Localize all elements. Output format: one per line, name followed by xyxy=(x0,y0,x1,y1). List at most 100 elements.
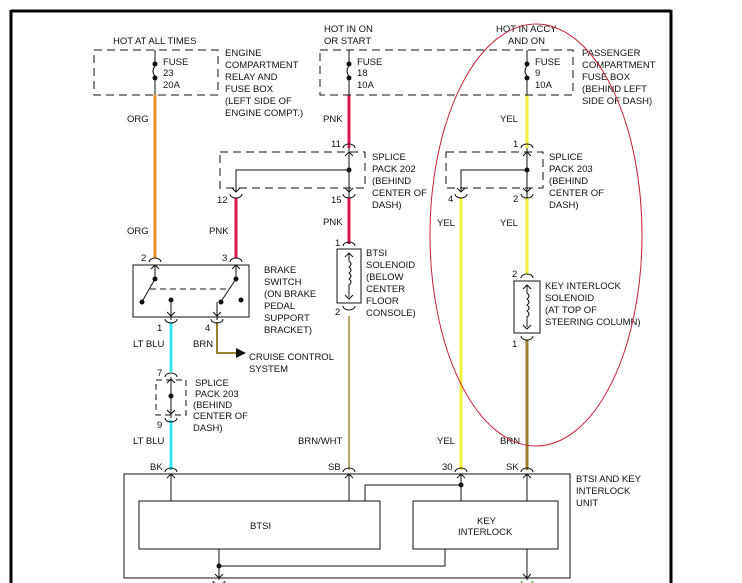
splice-text: PACK 203 xyxy=(549,164,593,175)
btsi-block-label: BTSI xyxy=(250,521,271,532)
coil-icon xyxy=(526,285,530,327)
pin-label: 2 xyxy=(512,269,517,280)
splice-pack-203-top: 1 4 2 SPLICE PACK 203 (BEHIND CENTER OF … xyxy=(445,139,604,211)
key-solenoid-text: KEY INTERLOCK xyxy=(545,281,622,292)
passenger-box-text: COMPARTMENT xyxy=(582,60,656,71)
pin-label: 9 xyxy=(157,420,162,431)
pin-label: 3 xyxy=(222,253,227,264)
pin-label: 7 xyxy=(157,368,162,379)
fuse-label: FUSE xyxy=(357,57,382,68)
splice-text: (BEHIND xyxy=(549,176,588,187)
splice-text: SPLICE xyxy=(549,152,583,163)
wire-label: PNK xyxy=(209,226,229,237)
btsi-solenoid-text: SOLENOID xyxy=(366,260,415,271)
annotation-circle xyxy=(429,23,643,447)
fuse-icon xyxy=(346,65,350,77)
passenger-fuse-box: HOT IN ON OR START HOT IN ACCY AND ON FU… xyxy=(319,24,656,107)
btsi-solenoid-text: FLOOR xyxy=(366,296,399,307)
btsi-solenoid-text: CENTER xyxy=(366,284,405,295)
fuse-label: FUSE xyxy=(163,57,188,68)
splice-text: PACK 202 xyxy=(372,164,416,175)
key-solenoid-text: STEERING COLUMN) xyxy=(545,317,641,328)
wire-label: BRN xyxy=(193,339,213,350)
pin-label: 4 xyxy=(448,194,453,205)
hot-in-accy-label: HOT IN ACCY xyxy=(496,24,557,35)
pin-label: BK xyxy=(150,462,163,473)
splice-text: (BEHIND xyxy=(372,176,411,187)
brake-switch-text: (ON BRAKE xyxy=(264,289,316,300)
pin-label: 15 xyxy=(331,195,342,206)
wire-label: BRN xyxy=(500,436,520,447)
wire-label: YEL xyxy=(500,114,518,125)
pin-label: SB xyxy=(328,462,341,473)
engine-box-text: ENGINE COMPT.) xyxy=(225,108,303,119)
splice-pack-203-left: 7 9 SPLICE PACK 203 (BEHIND CENTER OF DA… xyxy=(155,368,248,434)
splice-text: PACK 203 xyxy=(195,389,239,400)
pin-label: 1 xyxy=(335,238,340,249)
splice-text: (BEHIND xyxy=(193,400,232,411)
key-solenoid-text: SOLENOID xyxy=(545,293,594,304)
fuse-rating: 10A xyxy=(357,80,375,91)
brake-switch-text: PEDAL xyxy=(264,301,295,312)
pin-label: 1 xyxy=(512,339,517,350)
unit-text: BTSI AND KEY xyxy=(576,474,642,485)
wire-labels: ORG PNK YEL ORG PNK PNK YEL YEL LT BLU B… xyxy=(127,114,520,447)
splice-text: SPLICE xyxy=(372,152,406,163)
passenger-box-text: (BEHIND LEFT xyxy=(582,84,647,95)
passenger-box-text: PASSENGER xyxy=(582,48,641,59)
splice-pack-202: 11 12 15 SPLICE PACK 202 (BEHIND CENTER … xyxy=(217,139,427,211)
engine-box-text: COMPARTMENT xyxy=(225,60,299,71)
engine-box-text: FUSE BOX xyxy=(225,84,274,95)
key-interlock-solenoid: 2 1 KEY INTERLOCK SOLENOID (AT TOP OF ST… xyxy=(512,269,641,350)
coil-icon xyxy=(348,253,352,297)
pin-label: 11 xyxy=(331,139,341,150)
key-solenoid-text: (AT TOP OF xyxy=(545,305,597,316)
wire-label: YEL xyxy=(437,436,455,447)
wire-label: YEL xyxy=(437,218,455,229)
splice-text: DASH) xyxy=(193,423,223,434)
fuse-icon xyxy=(152,65,156,77)
hot-in-accy-label: AND ON xyxy=(508,36,545,47)
brake-switch-text: BRAKE xyxy=(264,265,296,276)
cruise-arrow-icon xyxy=(236,348,246,358)
engine-box-text: ENGINE xyxy=(225,48,261,59)
unit-text: INTERLOCK xyxy=(576,486,631,497)
cruise-control-text: SYSTEM xyxy=(249,364,288,375)
cruise-control-text: CRUISE CONTROL xyxy=(249,352,334,363)
splice-text: CENTER OF xyxy=(372,188,427,199)
wire-brn-cruise xyxy=(216,322,236,354)
btsi-solenoid-text: BTSI xyxy=(366,248,387,259)
wire-label: LT BLU xyxy=(133,436,164,447)
unit-text: UNIT xyxy=(576,498,598,509)
fuse-number: 18 xyxy=(357,68,368,79)
hot-at-all-times-label: HOT AT ALL TIMES xyxy=(113,36,196,47)
btsi-solenoid-text: CONSOLE) xyxy=(366,308,416,319)
key-interlock-label: INTERLOCK xyxy=(458,527,513,538)
wire-label: YEL xyxy=(500,218,518,229)
brake-switch-text: BRACKET) xyxy=(264,325,312,336)
pin-label: 12 xyxy=(217,195,228,206)
pin-label: 2 xyxy=(335,307,340,318)
pin-label: 1 xyxy=(157,323,162,334)
switch-contact xyxy=(221,278,237,301)
pin-label: 1 xyxy=(513,139,518,150)
btsi-solenoid: 1 2 BTSI SOLENOID (BELOW CENTER FLOOR CO… xyxy=(335,238,416,319)
engine-box-text: RELAY AND xyxy=(225,72,278,83)
fuse-number: 23 xyxy=(163,68,174,79)
wire-label: ORG xyxy=(127,226,149,237)
pin-label: 2 xyxy=(141,253,146,264)
pin-label: 30 xyxy=(442,462,453,473)
btsi-solenoid-text: (BELOW xyxy=(366,272,404,283)
brake-switch-text: SWITCH xyxy=(264,277,302,288)
wire-label: BRN/WHT xyxy=(298,436,343,447)
splice-text: DASH) xyxy=(549,200,579,211)
switch-contact xyxy=(142,278,156,301)
splice-text: DASH) xyxy=(372,200,402,211)
fuse-icon xyxy=(524,65,528,77)
pin-label: SK xyxy=(506,462,519,473)
splice-text: CENTER OF xyxy=(193,411,248,422)
wires xyxy=(153,95,529,470)
fuse-number: 9 xyxy=(535,68,540,79)
fuse-rating: 20A xyxy=(163,80,181,91)
